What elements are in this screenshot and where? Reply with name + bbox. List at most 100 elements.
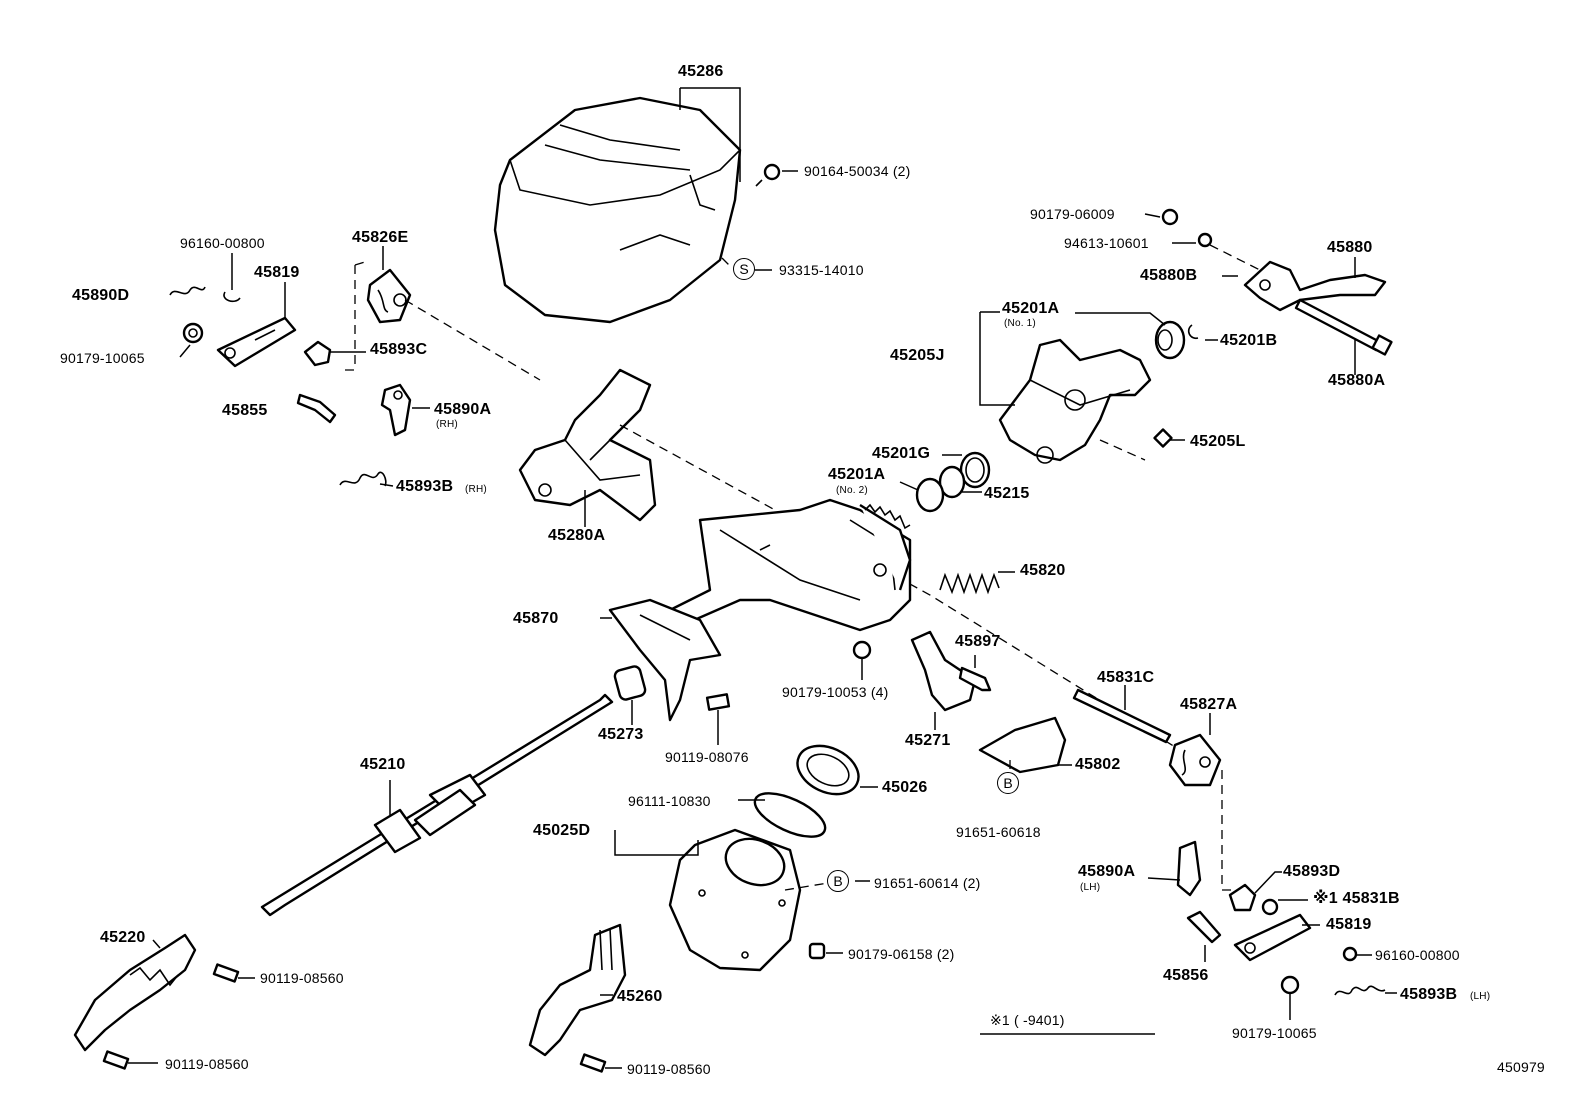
plate-45827A [1168, 733, 1222, 787]
label-45893B-rh: 45893B [396, 478, 454, 495]
ring-45215 [938, 465, 966, 499]
label-45870: 45870 [513, 610, 559, 627]
pin-45855 [296, 393, 337, 424]
column-cover-45286 [493, 96, 742, 324]
label-45286: 45286 [678, 63, 724, 80]
hole-cover-45025D [668, 828, 802, 972]
tag-no2: (No. 2) [836, 485, 868, 496]
support-45205J [998, 338, 1152, 464]
b-marker-lower: B [827, 870, 849, 892]
label-45201B: 45201B [1220, 332, 1278, 349]
clamp-96111 [753, 792, 827, 838]
nut-90179-10065-right [1280, 975, 1300, 995]
label-45271: 45271 [905, 732, 951, 749]
label-45893C: 45893C [370, 341, 428, 358]
nut-90179-10053 [852, 640, 872, 660]
tag-lh-45893B: (LH) [1470, 991, 1491, 1002]
label-45880B: 45880B [1140, 267, 1198, 284]
label-45819-left: 45819 [254, 264, 300, 281]
gear-45870 [859, 503, 912, 591]
label-96111-10830: 96111-10830 [628, 793, 711, 809]
tag-rh-45890A: (RH) [436, 419, 458, 430]
boot-45026 [796, 744, 860, 796]
bolt-45831B [1261, 898, 1279, 916]
label-90119-08560-b: 90119-08560 [165, 1056, 249, 1072]
label-45819-right: 45819 [1326, 916, 1372, 933]
bolt-45831C [1072, 688, 1172, 744]
label-94613-10601: 94613-10601 [1064, 235, 1149, 251]
label-45820: 45820 [1020, 562, 1066, 579]
nut-90179-06009 [1161, 208, 1179, 226]
nut-90179-06158 [808, 942, 826, 960]
tag-lh-45890A: (LH) [1080, 882, 1101, 893]
bolt-45880A [1294, 298, 1393, 356]
label-45826E: 45826E [352, 229, 409, 246]
spring-45893D [1228, 883, 1257, 912]
clip-96160-right [1342, 946, 1358, 962]
bracket-45280A [518, 368, 657, 522]
label-45897: 45897 [955, 633, 1001, 650]
label-45856: 45856 [1163, 967, 1209, 984]
label-45026: 45026 [882, 779, 928, 796]
joint-45260 [528, 923, 627, 1057]
label-93315-14010: 93315-14010 [779, 262, 864, 278]
lever-45890A-RH [380, 383, 412, 437]
label-45201A-no2: 45201A [828, 466, 886, 483]
screw-90164 [755, 163, 781, 187]
plate-45826E [366, 268, 412, 324]
label-45260: 45260 [617, 988, 663, 1005]
label-45890A-lh: 45890A [1078, 863, 1136, 880]
label-45205J: 45205J [890, 347, 945, 364]
label-90164-50034: 90164-50034 (2) [804, 163, 911, 179]
label-90179-10065-right: 90179-10065 [1232, 1025, 1317, 1041]
bolt-90119-08076 [705, 693, 731, 711]
label-45890D: 45890D [72, 287, 130, 304]
lever-45890A-LH [1176, 840, 1202, 897]
label-90179-10053: 90179-10053 (4) [782, 684, 889, 700]
footnote-applicability: ※1 ( -9401) [990, 1012, 1065, 1028]
shaft-45220 [73, 933, 197, 1052]
tag-rh-45893B: (RH) [465, 484, 487, 495]
s-marker: S [733, 258, 755, 280]
bolt-90119-08560-c [579, 1053, 607, 1073]
bracket-45819-right [1233, 913, 1312, 962]
label-45220: 45220 [100, 929, 146, 946]
label-45893D: 45893D [1283, 863, 1341, 880]
bolt-90119-08560-a [212, 963, 240, 983]
label-45855: 45855 [222, 402, 268, 419]
label-45880A: 45880A [1328, 372, 1386, 389]
lever-45271 [910, 630, 977, 712]
label-45280A: 45280A [548, 527, 606, 544]
label-45880: 45880 [1327, 239, 1373, 256]
label-45201G: 45201G [872, 445, 931, 462]
label-45273: 45273 [598, 726, 644, 743]
label-45890A-rh: 45890A [434, 401, 492, 418]
spring-45893C [303, 340, 332, 367]
bolt-90119-08560-b [102, 1050, 130, 1070]
bushing-45201A-no1 [1154, 320, 1186, 360]
pin-45856 [1186, 910, 1222, 944]
bolt-45897 [958, 666, 992, 692]
label-90119-08560-a: 90119-08560 [260, 970, 344, 986]
label-90119-08076: 90119-08076 [665, 749, 749, 765]
label-90179-10065-left: 90179-10065 [60, 350, 145, 366]
label-45210: 45210 [360, 756, 406, 773]
label-45215: 45215 [984, 485, 1030, 502]
label-45802: 45802 [1075, 756, 1121, 773]
ring-45201G [959, 451, 991, 489]
figure-number: 450979 [1497, 1059, 1545, 1075]
bolt-45205L [1153, 428, 1173, 448]
label-45893B-lh: 45893B [1400, 986, 1458, 1003]
sleeve-45273 [613, 665, 647, 701]
label-45831B: ※1 45831B [1313, 890, 1400, 907]
shaft-45210 [260, 693, 614, 917]
label-96160-00800-right: 96160-00800 [1375, 947, 1460, 963]
spring-45820 [939, 572, 1000, 595]
label-45201A-no1: 45201A [1002, 300, 1060, 317]
label-90119-08560-c: 90119-08560 [627, 1061, 711, 1077]
label-45831C: 45831C [1097, 669, 1155, 686]
bracket-45870 [608, 598, 722, 722]
label-91651-60618: 91651-60618 [956, 824, 1041, 840]
